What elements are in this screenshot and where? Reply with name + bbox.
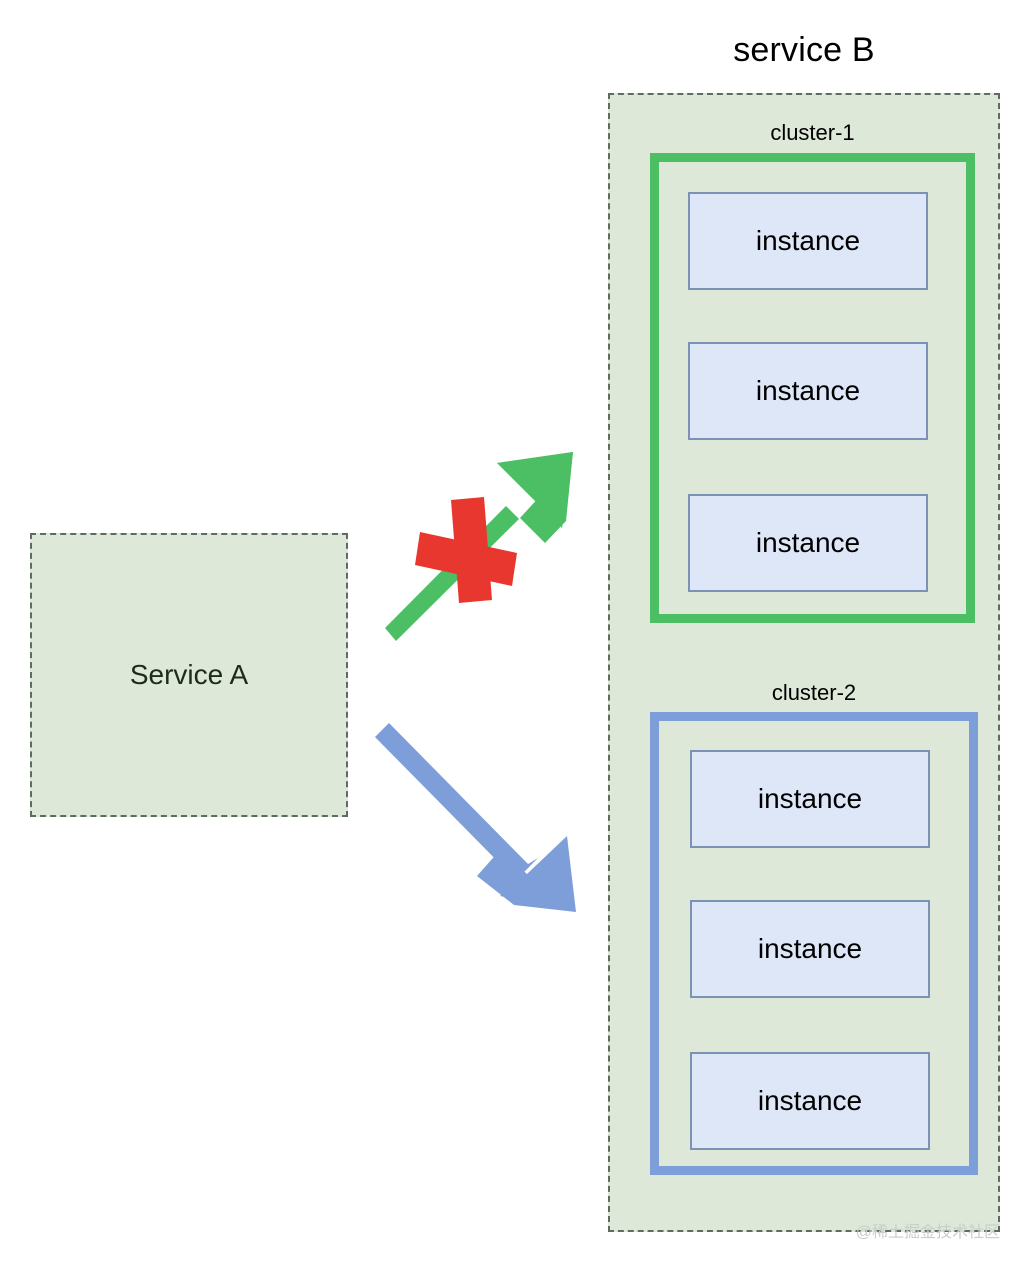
instance-label: instance [757,783,863,814]
service-b-title: service B [733,31,875,69]
instance-label: instance [755,225,861,256]
instance-box: instance [690,750,930,848]
arrow-to-cluster-1-icon [385,452,573,641]
service-a-label: Service A [129,659,249,690]
instance-box: instance [690,900,930,998]
instance-label: instance [755,527,861,558]
instance-label: instance [757,1085,863,1116]
cluster-2-container [650,712,978,1175]
instance-box: instance [688,192,928,290]
cluster-2-label: cluster-2 [771,680,857,705]
instance-label: instance [755,375,861,406]
cluster-1-container [650,153,975,623]
blocked-cross-icon [415,497,517,603]
cluster-1-label: cluster-1 [770,120,855,145]
instance-box: instance [688,494,928,592]
arrow-to-cluster-2-icon [375,723,576,912]
instance-box: instance [690,1052,930,1150]
instance-label: instance [757,933,863,964]
service-a-container: Service A [30,533,348,817]
watermark-text: @稀土掘金技术社区 [855,1224,1000,1241]
instance-box: instance [688,342,928,440]
